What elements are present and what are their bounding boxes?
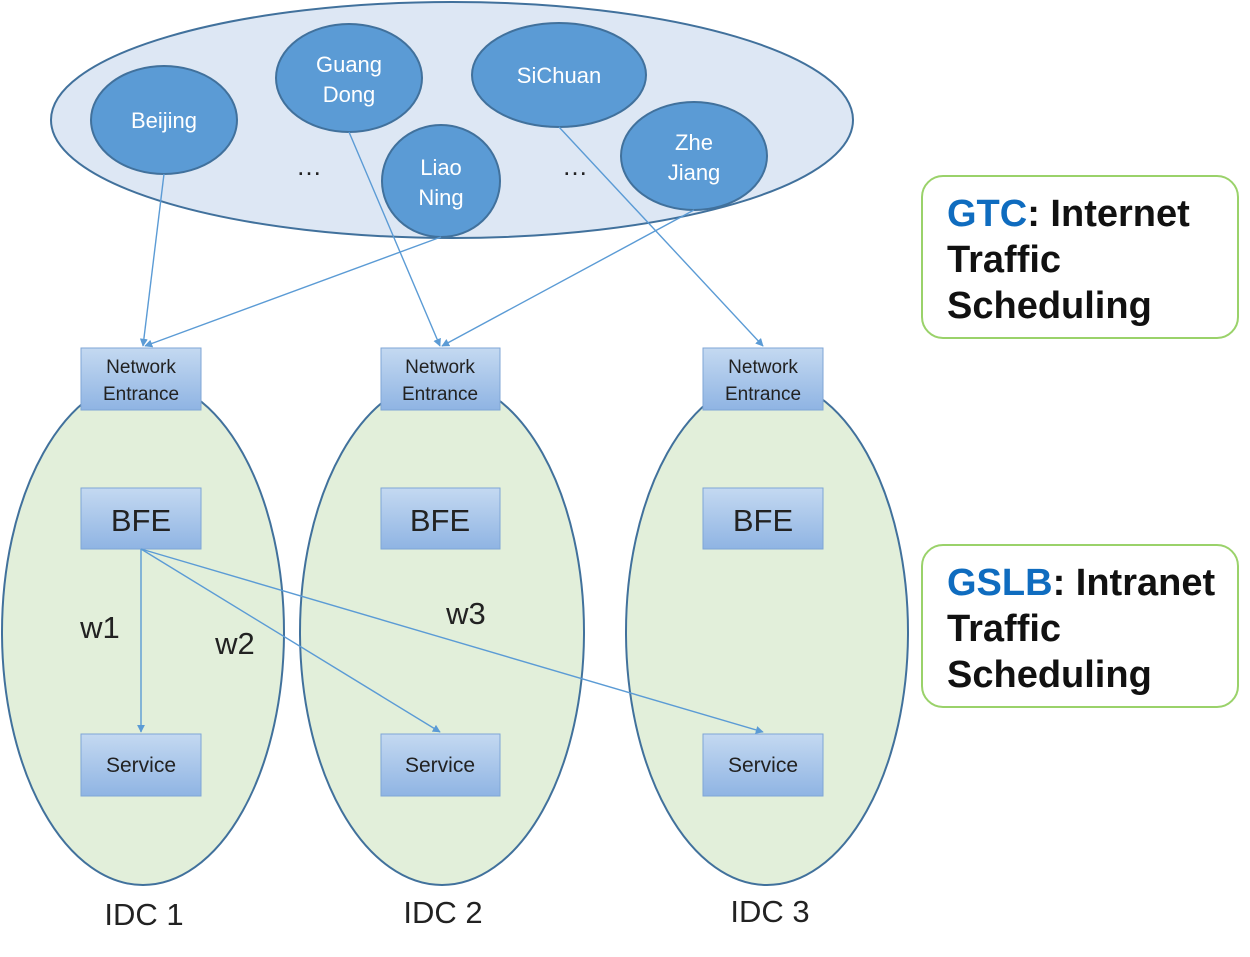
bfe-label: BFE	[111, 503, 171, 538]
gslb-title-line: GSLB: Intranet	[947, 560, 1237, 606]
idc-2-ellipse	[299, 378, 585, 886]
gtc-acronym: GTC	[947, 193, 1028, 235]
region-zhejiang: Zhe Jiang	[620, 101, 768, 211]
weight-label-w1: w1	[79, 610, 120, 645]
idc-2-service: Service	[380, 733, 501, 797]
idc-2-bfe: BFE	[380, 487, 501, 550]
entrance-label: Network	[106, 357, 176, 378]
region-label: Guang	[316, 52, 382, 77]
idc-2-network-entrance: Network Entrance	[380, 347, 501, 411]
service-label: Service	[106, 754, 176, 777]
region-liaoning: Liao Ning	[381, 124, 501, 238]
gtc-panel: GTC: Internet Traffic Scheduling	[921, 175, 1239, 339]
gslb-acronym: GSLB	[947, 562, 1053, 604]
region-label: Beijing	[131, 108, 197, 133]
idc-3-bfe: BFE	[702, 487, 824, 550]
gtc-title-line-3: Scheduling	[947, 285, 1152, 327]
arrow-zhejiang-to-idc-2	[441, 209, 695, 347]
entrance-label: Entrance	[103, 384, 179, 405]
entrance-label: Network	[405, 357, 475, 378]
idc-1-bfe: BFE	[80, 487, 202, 550]
gtc-title-line-2: Traffic	[947, 239, 1062, 281]
arrow-bfe-to-service-idc-2	[140, 548, 441, 733]
bfe-label: BFE	[410, 503, 470, 538]
regions-ellipsis: …	[562, 151, 588, 181]
idc-3-label: IDC 3	[730, 894, 809, 929]
region-label: Jiang	[668, 160, 721, 185]
idc-2-label: IDC 2	[403, 895, 482, 930]
gtc-title-suffix: : Internet	[1027, 193, 1190, 235]
entrance-label: Entrance	[402, 384, 478, 405]
region-label: SiChuan	[517, 63, 601, 88]
idc-1-network-entrance: Network Entrance	[80, 347, 202, 411]
idc-3-network-entrance: Network Entrance	[702, 347, 824, 411]
gslb-title-line-3: Scheduling	[947, 654, 1152, 696]
region-guangdong: Guang Dong	[275, 23, 423, 133]
arrow-sichuan-to-idc-3	[558, 126, 764, 347]
region-label: Ning	[418, 185, 463, 210]
idc-3-service: Service	[702, 733, 824, 797]
gslb-title-suffix: : Intranet	[1052, 562, 1216, 604]
region-beijing: Beijing	[90, 65, 238, 175]
service-label: Service	[728, 754, 798, 777]
idc-1-service: Service	[80, 733, 202, 797]
bfe-label: BFE	[733, 503, 793, 538]
gtc-title-line: GTC: Internet	[947, 191, 1237, 237]
gslb-title-line-2: Traffic	[947, 608, 1062, 650]
arrow-liaoning-to-idc-1	[144, 236, 442, 348]
region-label: Zhe	[675, 130, 713, 155]
region-sichuan: SiChuan	[471, 22, 647, 128]
gslb-panel: GSLB: Intranet Traffic Scheduling	[921, 544, 1239, 708]
idc-3-ellipse	[625, 378, 909, 886]
service-label: Service	[405, 754, 475, 777]
weight-label-w3: w3	[445, 596, 486, 631]
regions-ellipsis: …	[296, 151, 322, 181]
region-label: Liao	[420, 155, 462, 180]
entrance-label: Entrance	[725, 384, 801, 405]
idc-1-label: IDC 1	[104, 897, 183, 932]
arrow-beijing-to-idc-1	[139, 173, 165, 347]
entrance-label: Network	[728, 357, 798, 378]
region-label: Dong	[323, 82, 376, 107]
arrow-guangdong-to-idc-2	[348, 131, 441, 347]
weight-label-w2: w2	[214, 626, 255, 661]
arrow-bfe-to-service-idc-3	[140, 548, 764, 734]
